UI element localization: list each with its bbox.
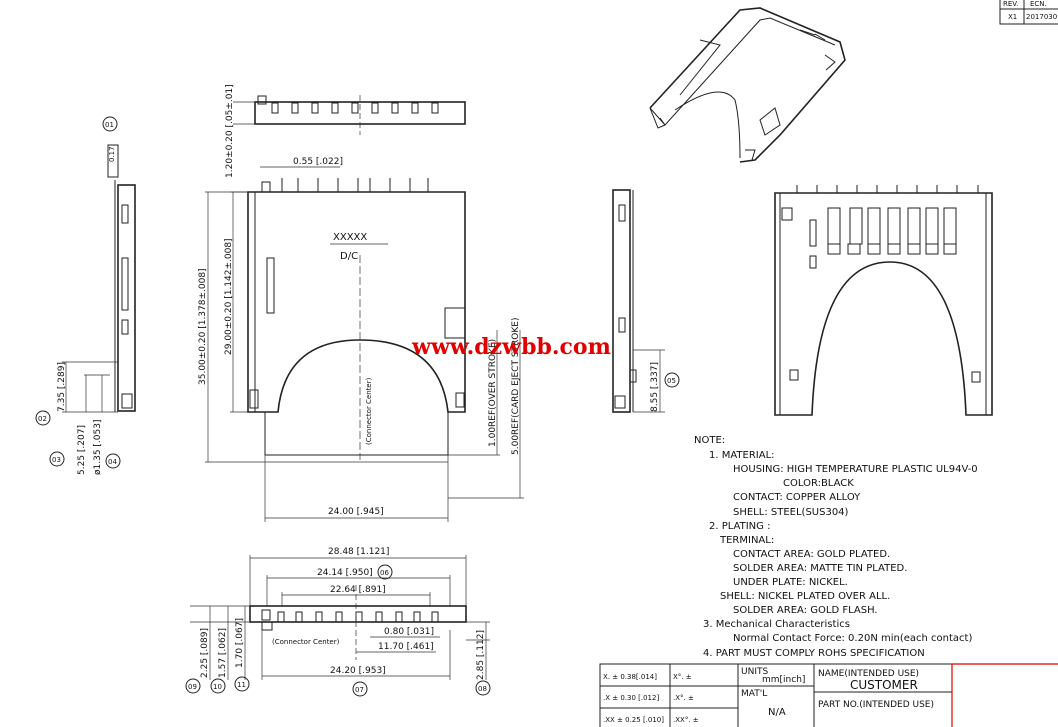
tol-x-ang: X°. ±	[673, 673, 692, 681]
svg-text:08: 08	[478, 685, 487, 693]
note-line: 1. MATERIAL:	[709, 450, 775, 461]
name-label: NAME(INTENDED USE)	[818, 669, 919, 679]
units-value: mm[inch]	[762, 675, 805, 685]
note-line: 3. Mechanical Characteristics	[703, 619, 850, 630]
ecn-value: 2017030	[1026, 13, 1057, 21]
top-edge-view: 1.20±0.20 [.05±.01]	[225, 84, 466, 178]
connector-center-label: (Connector Center)	[365, 377, 373, 445]
note-line: 4. PART MUST COMPLY ROHS SPECIFICATION	[703, 648, 925, 659]
dim-3500: 35.00±0.20 [1.378±.008]	[198, 268, 208, 385]
balloon-05: 05	[664, 372, 680, 388]
svg-text:07: 07	[355, 686, 364, 694]
dim-1170: 11.70 [.461]	[378, 642, 434, 652]
watermark: www.dzwbb.com	[411, 334, 611, 360]
dim-2264: 22.64 [.891]	[330, 585, 386, 595]
dim-135: ø1.35 [.053]	[93, 420, 103, 475]
tol-xxx: .XX ± 0.25 [.010]	[603, 716, 664, 724]
balloon-02: 02	[35, 410, 51, 426]
dim-2848: 28.48 [1.121]	[328, 547, 389, 557]
right-side-view: 8.55 [.337]	[612, 189, 665, 413]
revision-block: REV. ECN. X1 2017030	[999, 0, 1058, 25]
notes-title: NOTE:	[694, 435, 725, 446]
svg-text:01: 01	[105, 121, 114, 129]
connector-center-bottom-label: (Connector Center)	[272, 638, 340, 646]
svg-text:04: 04	[108, 458, 117, 466]
bottom-view: 28.48 [1.121] 24.14 [.950] 22.64 [.891] …	[190, 547, 490, 680]
dim-055: 0.55 [.022]	[293, 157, 343, 167]
note-line: HOUSING: HIGH TEMPERATURE PLASTIC UL94V-…	[733, 464, 978, 475]
balloon-01: 01	[102, 116, 118, 132]
dim-157: 1.57 [.062]	[218, 628, 228, 678]
note-line: TERMINAL:	[719, 535, 774, 546]
note-line: COLOR:BLACK	[783, 478, 854, 489]
balloon-06: 06	[377, 564, 393, 580]
note-line: CONTACT AREA: GOLD PLATED.	[733, 549, 890, 560]
dim-285: 2.85 [.112]	[476, 630, 486, 680]
name-value: CUSTOMER	[850, 678, 918, 692]
isometric-view	[649, 7, 846, 163]
note-line: SOLDER AREA: MATTE TIN PLATED.	[733, 563, 907, 574]
units-label: UNITS	[741, 667, 768, 677]
balloon-03: 03	[49, 451, 65, 467]
dim-2400: 24.00 [.945]	[328, 507, 384, 517]
title-block: X. ± 0.38[.014] X°. ± .X ± 0.30 [.012] .…	[599, 663, 1058, 727]
left-side-view: 0.17 7.35 [.289] 5.25 [.207] ø1.35 [.053…	[57, 144, 136, 475]
note-line: 2. PLATING :	[709, 521, 770, 532]
dim-2414: 24.14 [.950]	[317, 568, 373, 578]
dim-735: 7.35 [.289]	[57, 362, 67, 412]
mark-dc: D/C	[340, 251, 358, 262]
balloon-08: 08	[475, 680, 491, 696]
tol-xx-ang: .X°. ±	[673, 694, 694, 702]
tol-x: X. ± 0.38[.014]	[603, 673, 657, 681]
dim-2420: 24.20 [.953]	[330, 666, 386, 676]
partno-label: PART NO.(INTENDED USE)	[818, 700, 934, 710]
mark-xxxxx: XXXXX	[333, 232, 367, 243]
rev-header: REV.	[1003, 0, 1018, 8]
svg-text:06: 06	[380, 569, 389, 577]
tol-xxx-ang: .XX°. ±	[673, 716, 699, 724]
note-line: UNDER PLATE: NICKEL.	[733, 577, 848, 588]
dim-525: 5.25 [.207]	[77, 425, 87, 475]
matl-value: N/A	[768, 707, 786, 718]
balloon-09: 09	[185, 678, 201, 694]
front-view: XXXXX D/C (Connector Center) 24.00 [.945…	[198, 157, 524, 522]
note-line: CONTACT: COPPER ALLOY	[733, 492, 861, 503]
dim-2900: 29.00±0.20 [1.142±.008]	[224, 238, 234, 355]
dim-170: 1.70 [.067]	[235, 618, 245, 668]
balloon-04: 04	[105, 453, 121, 469]
svg-text:03: 03	[52, 456, 61, 464]
svg-text:02: 02	[38, 415, 47, 423]
dim-500: 5.00REF(CARD EJECT STROKE)	[511, 318, 521, 455]
svg-text:10: 10	[213, 683, 222, 691]
notes-block: NOTE: 1. MATERIAL: HOUSING: HIGH TEMPERA…	[694, 435, 978, 659]
note-line: SHELL: STEEL(SUS304)	[733, 507, 849, 518]
balloon-07: 07	[352, 681, 368, 697]
dim-100: 1.00REF(OVER STROKE)	[488, 339, 498, 447]
svg-text:11: 11	[237, 681, 246, 689]
tol-xx: .X ± 0.30 [.012]	[603, 694, 659, 702]
dim-855: 8.55 [.337]	[650, 362, 660, 412]
svg-text:05: 05	[667, 377, 676, 385]
note-line: Normal Contact Force: 0.20N min(each con…	[733, 633, 972, 644]
matl-label: MAT'L	[741, 689, 767, 699]
note-line: SHELL: NICKEL PLATED OVER ALL.	[720, 591, 890, 602]
note-line: SOLDER AREA: GOLD FLASH.	[733, 605, 878, 616]
svg-text:09: 09	[188, 683, 197, 691]
dim-225: 2.25 [.089]	[200, 628, 210, 678]
balloon-10: 10	[210, 678, 226, 694]
balloon-11: 11	[234, 676, 250, 692]
back-view	[774, 185, 993, 416]
dim-080: 0.80 [.031]	[384, 627, 434, 637]
ecn-header: ECN.	[1030, 0, 1047, 8]
dim-120: 1.20±0.20 [.05±.01]	[225, 84, 235, 178]
rev-value: X1	[1008, 13, 1017, 21]
svg-text:0.17: 0.17	[108, 146, 116, 162]
